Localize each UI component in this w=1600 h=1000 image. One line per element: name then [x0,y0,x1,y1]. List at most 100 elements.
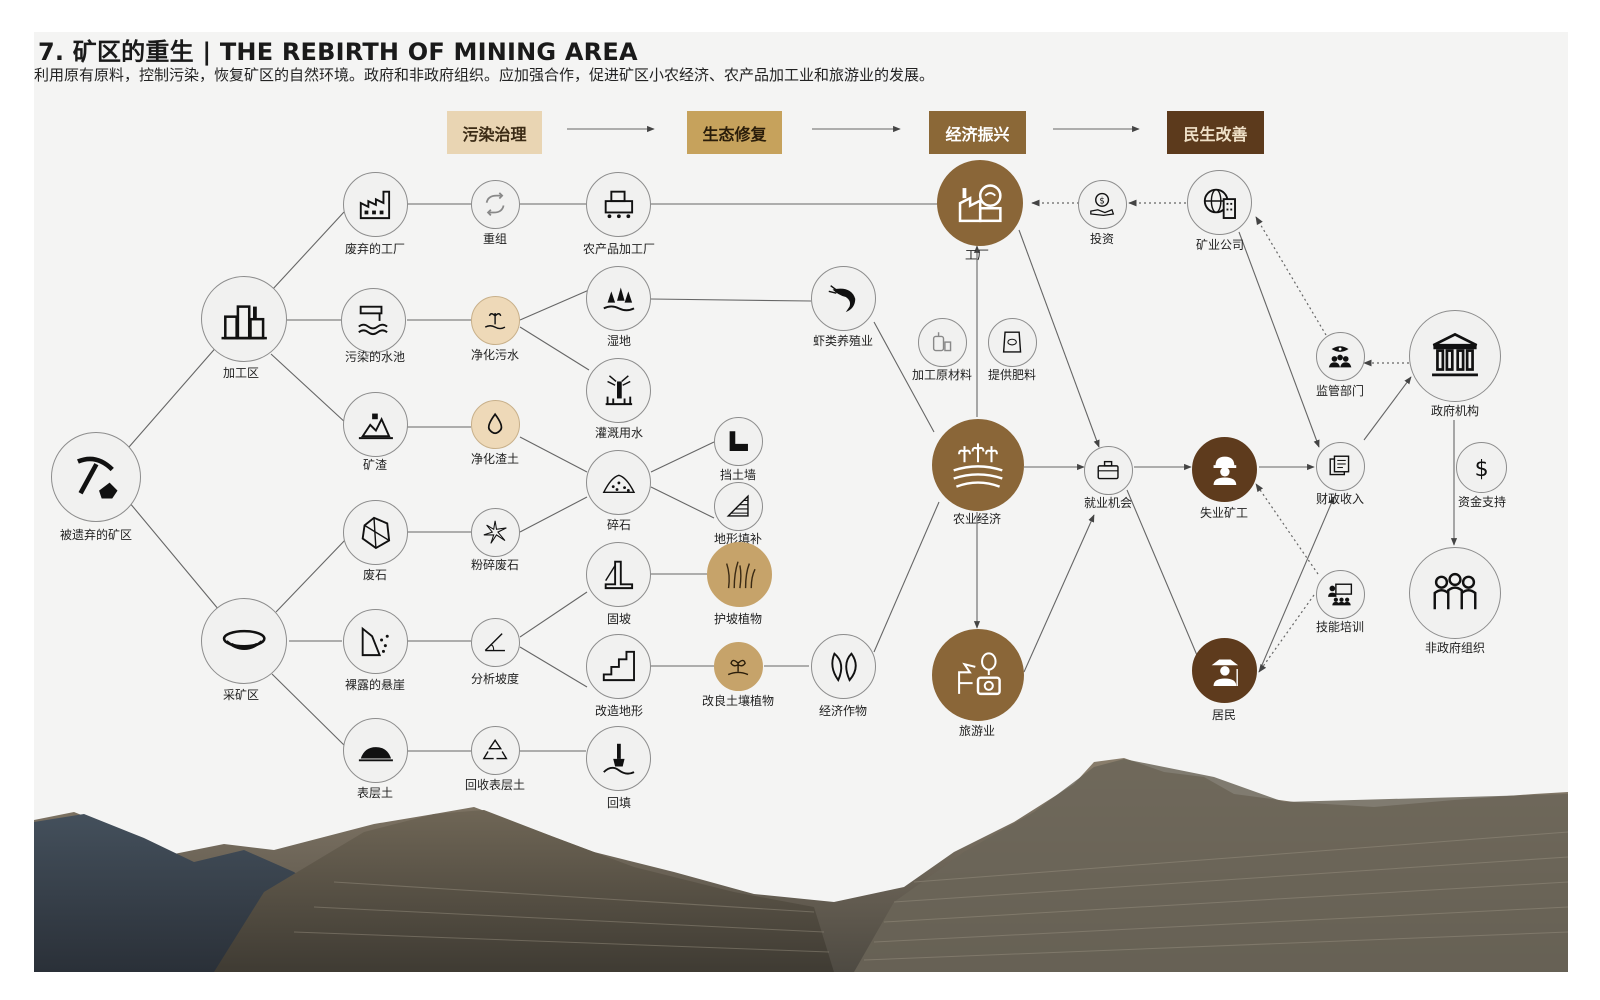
node-label: 旅游业 [958,724,996,738]
node-label: 失业矿工 [1199,506,1249,520]
node-label: 财政收入 [1315,492,1365,506]
connection-lines [128,125,1458,752]
node-label: 污染的水池 [344,350,406,364]
node-label: 净化污水 [470,348,520,362]
node-label: 居民 [1211,708,1237,722]
diagram-board: 7. 矿区的重生 | THE REBIRTH OF MINING AREA 利用… [34,32,1568,972]
node-exposed-cliff [343,609,408,674]
node-reorganize [471,180,520,229]
supervisor-icon [1329,346,1352,368]
node-purify-sewage [471,296,520,345]
soil-icon [358,746,393,761]
node-label: 裸露的悬崖 [344,678,406,692]
training-icon [1328,583,1353,606]
node-label: 粉碎废石 [470,558,520,572]
recycle-icon [482,739,509,760]
node-shrimp-farming [811,266,876,331]
node-label: 矿渣 [362,458,388,472]
node-label: 采矿区 [222,688,260,702]
node-financial-support: $ [1456,442,1507,493]
node-abandoned-mine [51,432,141,522]
node-label: 分析坡度 [470,672,520,686]
sprout-icon [728,660,749,676]
node-label: 加工原材料 [911,368,973,382]
node-label: 农业经济 [952,512,1002,526]
node-processing-area [201,276,287,362]
node-label: 灌溉用水 [594,426,644,440]
node-label: 就业机会 [1083,496,1133,510]
stage-label: 污染治理 [462,124,527,144]
node-label: 经济作物 [818,704,868,718]
node-terrain-fill [714,482,763,531]
pipe-icon [357,305,388,335]
node-label: 改造地形 [594,704,644,718]
svg-text:$: $ [1474,457,1488,482]
stage-economic-revitalization: 经济振兴 [929,111,1026,154]
node-label: 地形填补 [713,532,763,546]
node-slope-plants [707,542,772,607]
node-retaining-wall [714,417,763,466]
node-label: 湿地 [606,334,632,348]
slag-icon [358,413,393,439]
node-backfill [586,726,651,791]
node-mining-company [1187,170,1252,235]
recycle-arrows-icon [486,192,505,217]
crack-icon [484,521,508,545]
node-crush-waste-rock [471,508,520,557]
miner-icon [1213,456,1236,485]
trees-icon [602,287,635,311]
node-tourism [932,629,1024,721]
node-label: 护坡植物 [713,612,763,626]
stage-label: 经济振兴 [945,124,1010,144]
people-icon [1433,572,1477,610]
node-label: 固坡 [606,612,632,626]
node-label: 加工区 [222,366,260,380]
node-label: 重组 [482,232,508,246]
pit-icon [222,629,266,650]
node-regulatory-department [1316,332,1365,381]
node-topsoil [343,718,408,783]
node-investment: $ [1078,180,1127,229]
node-label: 矿业公司 [1195,238,1245,252]
node-label: 监管部门 [1315,384,1365,398]
node-provide-fertilizer [988,318,1037,367]
globe-building-icon [1203,188,1236,219]
node-reshape-terrain [586,634,651,699]
node-label: 资金支持 [1457,495,1507,509]
node-label: 表层土 [356,786,394,800]
node-label: 废石 [362,568,388,582]
shovel-icon [602,743,635,775]
node-mining-area [201,598,287,684]
node-unemployed-miners [1192,437,1257,502]
city-icon [221,305,267,340]
bean-icon [830,651,857,682]
node-label: 挡土墙 [719,468,757,482]
node-label: 工厂 [964,248,990,262]
node-ngo [1409,547,1501,639]
fertilizer-icon [1003,331,1022,354]
page-title: 7. 矿区的重生 | THE REBIRTH OF MINING AREA [38,38,638,66]
node-wetland [586,266,651,331]
svg-text:$: $ [1100,196,1105,206]
farmer-icon [1211,659,1238,686]
node-label: 净化渣土 [470,452,520,466]
node-residents [1192,638,1257,703]
tourism-icon [958,652,1001,696]
stairs-icon [602,650,635,681]
node-factory [937,160,1023,246]
water-plant-icon [485,313,506,330]
node-purify-slag-soil [471,400,520,449]
node-polluted-pond [341,288,406,353]
node-government-agency [1409,310,1501,402]
rock-icon [361,516,390,549]
node-skills-training [1316,570,1365,619]
stage-label: 生态修复 [702,124,767,144]
government-icon [1432,332,1478,377]
stage-livelihood-improvement: 民生改善 [1167,111,1264,154]
node-label: 提供肥料 [987,368,1037,382]
gravel-icon [602,474,635,493]
retaining-icon [730,431,749,452]
node-label: 虾类养殖业 [812,334,874,348]
sprinkler-icon [605,374,632,405]
node-fiscal-revenue [1316,442,1365,491]
